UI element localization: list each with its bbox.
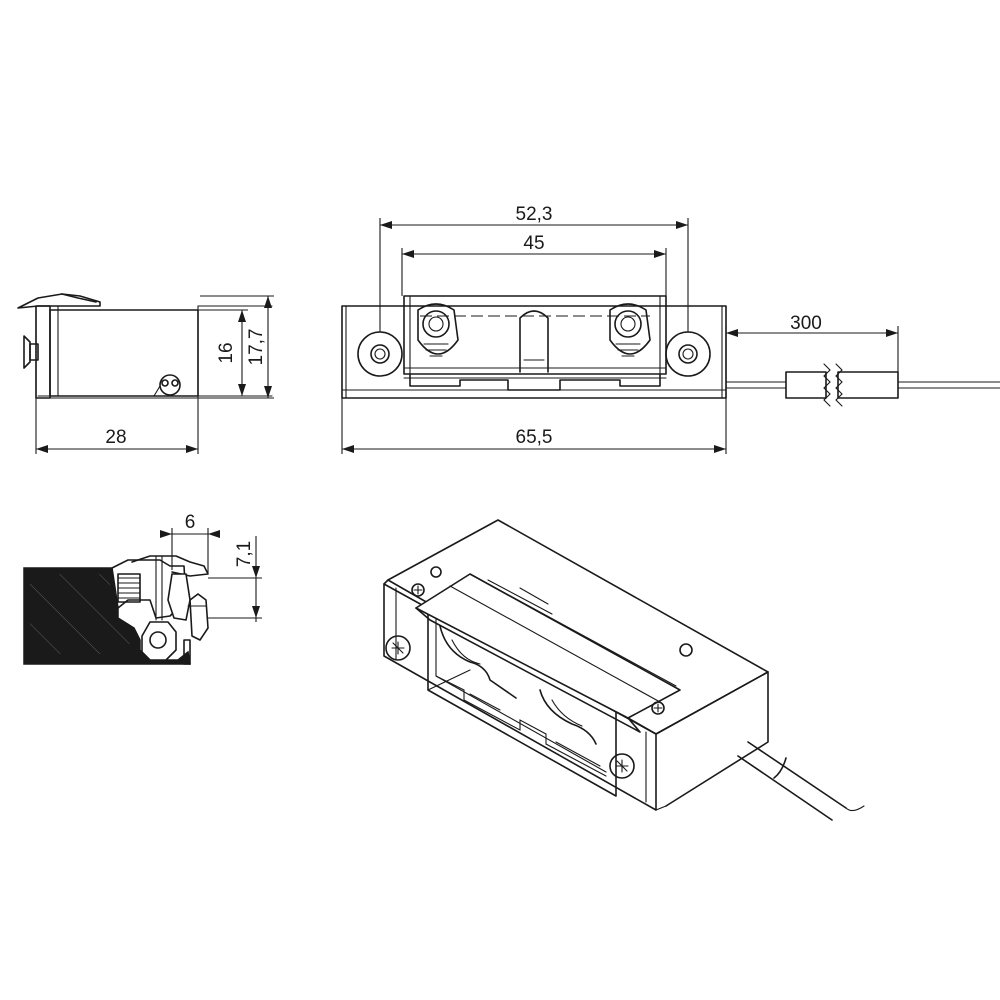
dim-label-7-1: 7,1: [234, 541, 255, 567]
dim-label-300: 300: [790, 313, 822, 334]
side-view: 16 17,7 28: [17, 293, 274, 454]
dim-label-28: 28: [105, 427, 126, 448]
dim-label-16: 16: [216, 342, 237, 363]
dim-label-45: 45: [523, 233, 544, 254]
section-view: 6 7,1: [23, 512, 262, 665]
dim-label-6: 6: [185, 512, 196, 533]
front-view: 52,3 45 300 65,5: [341, 204, 1000, 454]
dim-label-17-7: 17,7: [246, 329, 267, 366]
isometric-view: [383, 519, 865, 821]
dim-label-65-5: 65,5: [516, 427, 553, 448]
dim-label-52-3: 52,3: [516, 204, 553, 225]
